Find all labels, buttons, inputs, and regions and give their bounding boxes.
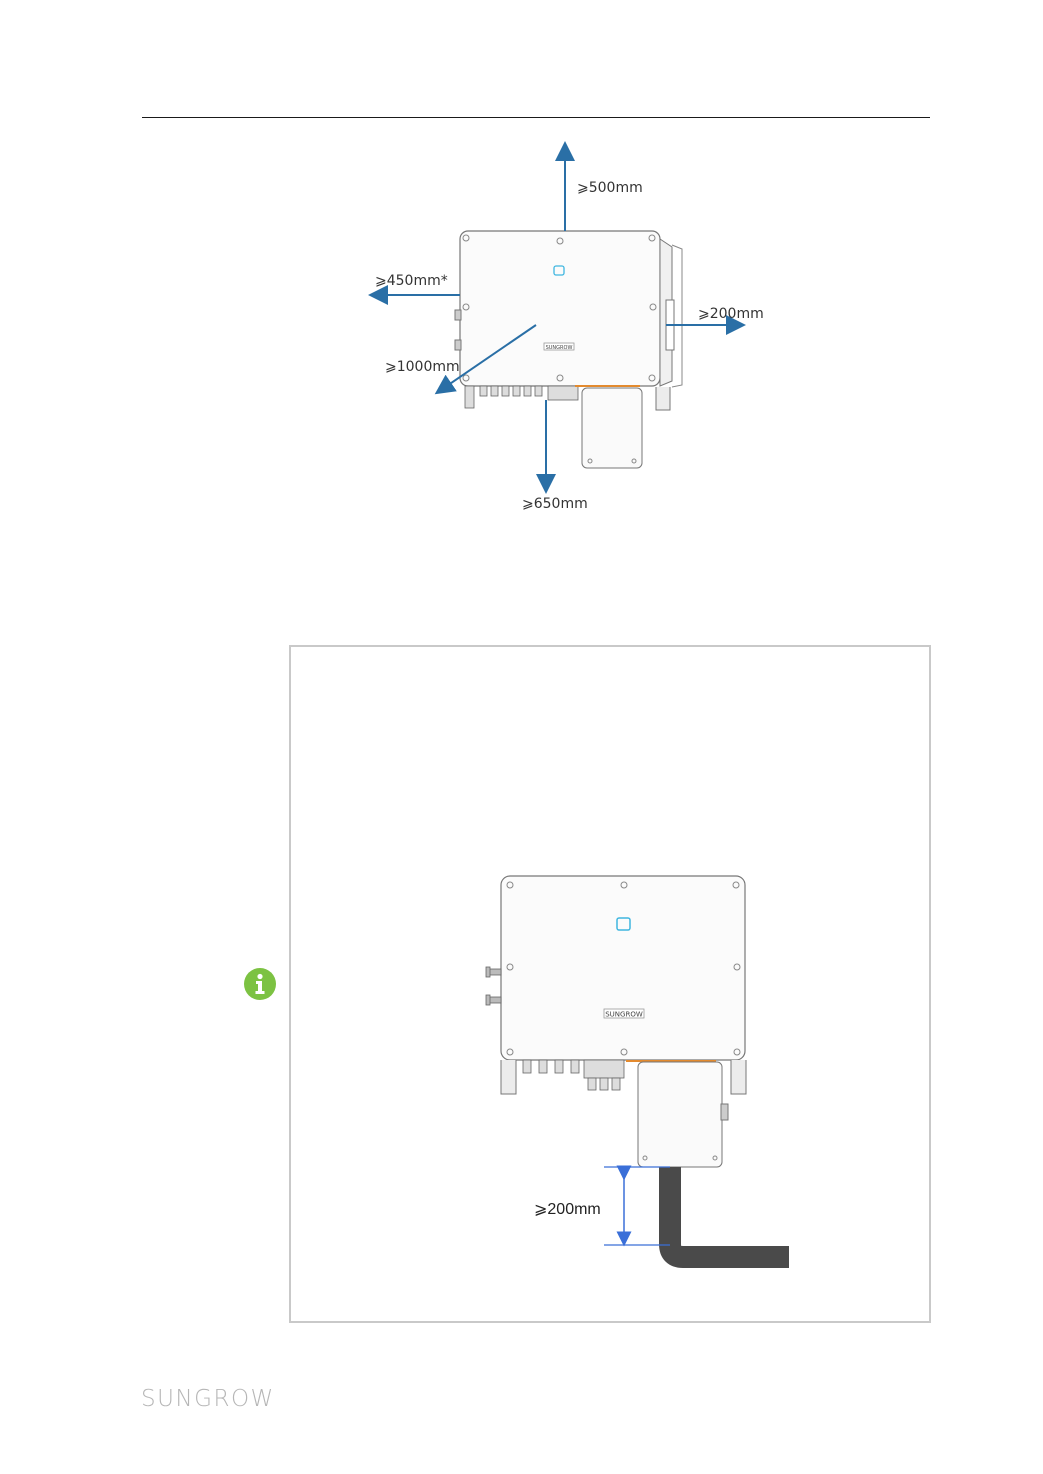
inverter-brand-label: SUNGROW [546, 345, 573, 351]
sungrow-logo: SUNGROW [141, 1384, 296, 1412]
note-box: SUNGROW [289, 645, 931, 1323]
inverter-brand-label: SUNGROW [605, 1011, 643, 1019]
label-left-clearance: ⩾450mm* [375, 273, 448, 289]
inverter-illustration: SUNGROW [455, 231, 682, 468]
clearance-figure: SUNGROW ⩾500mm ⩾450mm* ⩾200mm ⩾1000mm [360, 135, 780, 525]
label-front-clearance: ⩾1000mm [385, 359, 460, 375]
info-icon [244, 968, 276, 1000]
label-right-clearance: ⩾200mm [698, 306, 764, 322]
header-rule [142, 117, 930, 118]
inverter-front-illustration: SUNGROW [486, 876, 746, 1167]
label-pipe-clearance: ⩾200mm [534, 1201, 601, 1218]
note-figure: SUNGROW [476, 869, 796, 1274]
cable-conduit [670, 1167, 789, 1257]
footer-logo-text: SUNGROW [141, 1386, 275, 1412]
label-bottom-clearance: ⩾650mm [522, 496, 588, 512]
label-top-clearance: ⩾500mm [577, 180, 643, 196]
